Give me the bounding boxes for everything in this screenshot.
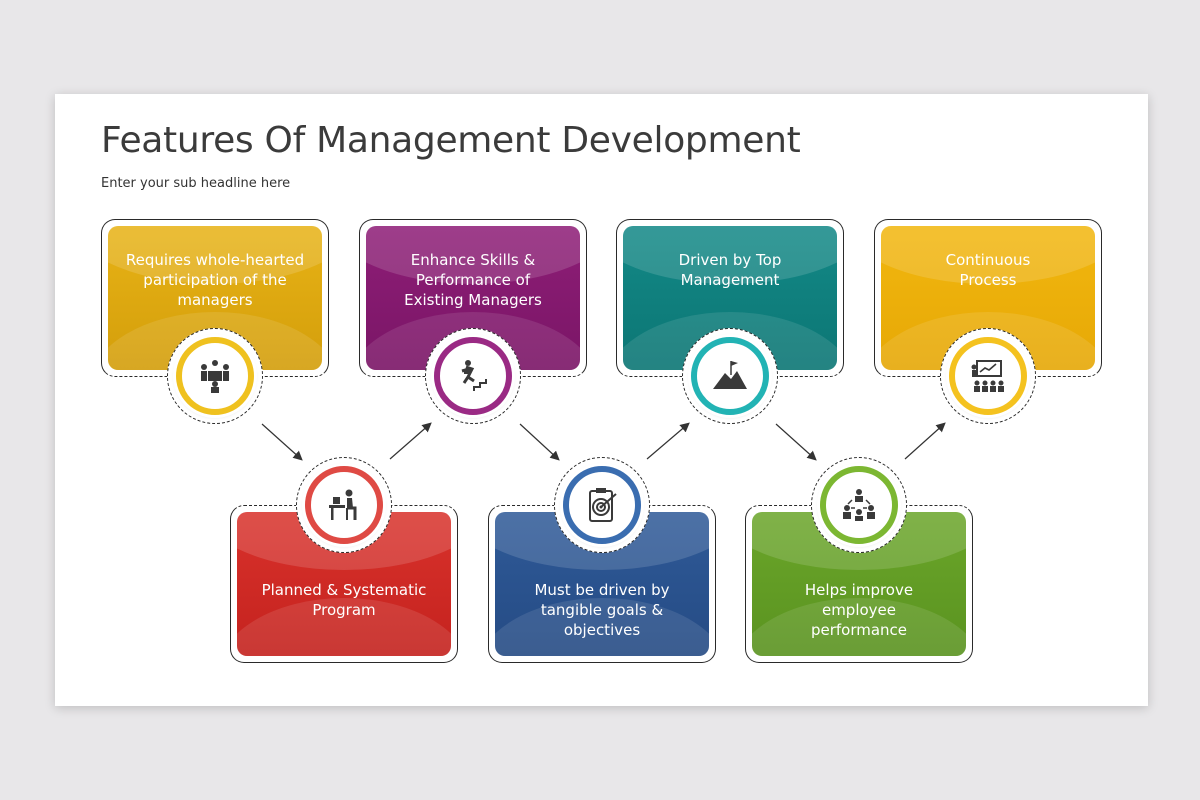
team-network-icon	[843, 489, 875, 521]
icon-ring-4	[563, 466, 641, 544]
icon-ring-6	[820, 466, 898, 544]
icon-ring-5	[691, 337, 769, 415]
feature-label-3: Enhance Skills & Performance of Existing…	[404, 251, 542, 309]
mountain-flag-icon	[713, 361, 747, 389]
icon-circle-6	[811, 457, 907, 553]
presentation-icon	[971, 360, 1004, 392]
feature-box-2: Planned & Systematic Program	[230, 505, 458, 663]
arrow-2-to-3	[389, 422, 432, 460]
icon-circle-1	[167, 328, 263, 424]
desk-worker-icon	[329, 489, 357, 520]
feature-box-3-fill: Enhance Skills & Performance of Existing…	[366, 226, 580, 370]
feature-box-1: Requires whole-hearted participation of …	[101, 219, 329, 377]
icon-ring-2	[305, 466, 383, 544]
feature-box-1-fill: Requires whole-hearted participation of …	[108, 226, 322, 370]
icon-ring-7	[949, 337, 1027, 415]
arrow-4-to-5	[646, 422, 690, 460]
icon-circle-5	[682, 328, 778, 424]
icon-ring-1	[176, 337, 254, 415]
icon-ring-3	[434, 337, 512, 415]
team-meeting-icon	[201, 360, 229, 393]
feature-box-2-fill: Planned & Systematic Program	[237, 512, 451, 656]
slide: Features Of Management Development Enter…	[55, 94, 1148, 706]
feature-box-3: Enhance Skills & Performance of Existing…	[359, 219, 587, 377]
icon-circle-2	[296, 457, 392, 553]
feature-label-1: Requires whole-hearted participation of …	[125, 251, 305, 309]
arrow-5-to-6	[775, 423, 817, 461]
target-clipboard-icon	[589, 488, 617, 522]
arrow-1-to-2	[261, 423, 303, 461]
icon-circle-7	[940, 328, 1036, 424]
icon-circle-3	[425, 328, 521, 424]
page-subtitle: Enter your sub headline here	[101, 176, 291, 191]
climbing-stairs-icon	[461, 360, 487, 391]
flow-arrows	[261, 422, 946, 461]
page-title: Features Of Management Development	[101, 120, 801, 161]
arrow-3-to-4	[519, 423, 560, 461]
feature-box-5-fill: Driven by Top Management	[623, 226, 837, 370]
feature-label-5: Driven by Top Management	[678, 251, 782, 289]
icon-circle-4	[554, 457, 650, 553]
feature-label-7: Continuous Process	[945, 251, 1031, 289]
arrow-6-to-7	[904, 422, 946, 460]
